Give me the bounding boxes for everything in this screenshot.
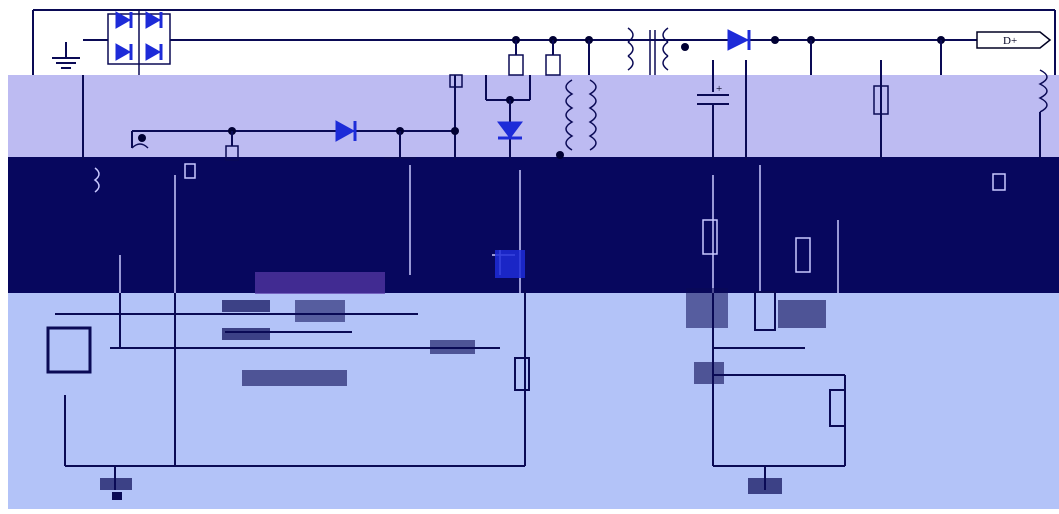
bridge-rectifier-icon — [107, 10, 171, 75]
band-light-upper — [8, 75, 1059, 161]
capacitor-plus: + — [716, 83, 722, 95]
output-label: D+ — [1003, 35, 1017, 47]
transformer-icon — [627, 27, 669, 75]
vertical-wires — [82, 10, 1056, 160]
aux-diode-icon — [335, 120, 357, 142]
top-rail — [32, 9, 1055, 75]
ground-icon — [52, 42, 80, 69]
resistor-icon — [225, 74, 889, 161]
output-port-icon[interactable]: D+ — [976, 31, 1052, 49]
mosfet-icon — [495, 250, 530, 391]
capacitor-icon: + — [697, 83, 729, 160]
snubber-resistors — [508, 40, 590, 76]
auxiliary-winding-wiring — [131, 75, 564, 160]
dark-band-wiring — [93, 163, 1006, 293]
controller-ic — [46, 272, 475, 386]
feedback-network — [686, 288, 846, 427]
band-light-lower — [8, 293, 1059, 509]
diode-icon — [727, 29, 751, 51]
ground-icon-bottom — [100, 466, 782, 500]
band-dark-middle — [8, 157, 1059, 293]
inductor-icon — [131, 69, 1048, 160]
